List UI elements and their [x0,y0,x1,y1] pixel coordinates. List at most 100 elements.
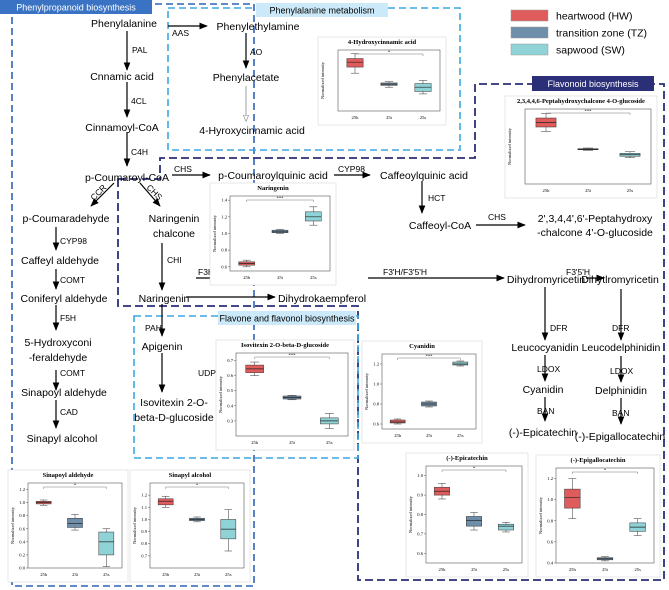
y-tick-label: 0.6 [373,422,379,427]
box-25s [305,211,322,222]
y-axis-label: Normalized intensity [408,495,413,533]
compound-phenylethylamine: Phenylethylamine [217,21,300,33]
compound-p-coumaroylquinic-acid: p-Coumaroylquinic acid [218,170,328,182]
y-tick-label: 0.6 [547,539,553,544]
compound-delphinidin: Delphinidin [595,385,647,397]
plot-title: Isovitexin 2-O-beta-D-glucoside [241,342,329,349]
significance-label: *** [585,108,593,113]
plot-title: Sinapyl alcohol [169,472,212,479]
y-tick-label: 0.0 [19,566,25,571]
y-tick-label: 0.4 [227,403,233,408]
compound-5-hydroxyconiferaldehyde-line2: -feraldehyde [29,352,88,364]
y-tick-label: 1.2 [141,493,147,498]
y-axis-label: Normalized intensity [132,506,137,544]
y-tick-label: 0.7 [227,358,233,363]
compound-caffeyl-aldehyde: Caffeyl aldehyde [21,255,99,267]
y-tick-label: 0.3 [227,418,233,423]
legend-swatch [510,26,549,39]
y-tick-label: 1.0 [373,382,379,387]
significance-label: *** [426,353,434,358]
boxplot-sinapoyl-aldehyde: Sinapoyl aldehyde0.00.20.40.60.81.01.2No… [7,469,129,583]
enzyme-4cl: 4CL [131,96,147,106]
y-tick-label: 0.8 [141,541,147,546]
compound-5-hydroxyconiferaldehyde: 5-Hydroxyconi [24,337,91,349]
compound-sinapyl-alcohol: Sinapyl alcohol [27,433,98,445]
plot-title: Naringenin [257,185,289,192]
legend-label: transition zone (TZ) [556,28,647,40]
plot-frame [215,339,355,451]
y-tick-label: 0.6 [417,551,423,556]
compound-caffeoyl-coa: Caffeoyl-CoA [409,220,471,232]
enzyme-ccr: CCR [88,182,108,202]
compound-leucodelphinidin: Leucodelphinidin [582,342,661,354]
compound-peptahydroxychalcone-line2: -chalcone 4'-O-glucoside [537,227,653,239]
y-tick-label: 0.7 [417,531,423,536]
enzyme-f5h: F5H [60,313,76,323]
plot-area [235,352,349,437]
x-tick-label: 25h [40,572,48,577]
compound-dihydromyricetin: Dihydromyricetin [507,274,585,286]
enzyme-ao: AO [250,47,263,57]
enzyme-cyp98-a: CYP98 [60,236,87,246]
x-tick-label: 25h [352,115,360,120]
x-tick-label: 25s [103,572,110,577]
y-tick-label: 0.2 [19,552,25,557]
y-tick-label: 1.0 [417,473,423,478]
enzyme-chs-diag: CHS [145,182,165,202]
x-tick-label: 25h [439,567,447,572]
legend-label: sapwood (SW) [556,45,625,57]
enzyme-pal: PAL [132,45,148,55]
compound-naringenin-chalcone-line2: chalcone [153,228,195,240]
y-axis-label: Normalized intensity [218,375,223,413]
x-tick-label: 25t [277,275,284,280]
compound-labels: Phenylalanine Cnnamic acid Cinnamoyl-CoA… [21,18,666,445]
enzyme-comt-a: COMT [60,275,85,285]
x-tick-label: 25s [420,115,427,120]
x-tick-label: 25s [457,433,464,438]
plot-area [524,108,652,185]
compound-apigenin: Apigenin [142,341,183,353]
x-tick-label: 25h [569,567,577,572]
legend-swatch [510,9,549,22]
x-tick-label: 23t [72,572,79,577]
enzyme-ldox-a: LDOX [537,364,560,374]
legend-label: heartwood (HW) [556,11,632,23]
boxplot-sinapyl-alcohol: Sinapyl alcohol0.70.80.91.01.11.2Normali… [129,469,251,583]
significance-label: * [604,467,607,472]
x-tick-label: 25t [585,188,592,193]
compound-sinapoyl-aldehyde: Sinapoyl aldehyde [21,387,107,399]
significance-label: * [196,482,199,487]
compound-dihytlromyricetin: Dihytlromyricetin [581,274,659,286]
enzyme-chs-b: CHS [174,164,192,174]
enzyme-hct: HCT [428,193,445,203]
enzyme-dfr-a: DFR [550,323,567,333]
y-tick-label: 1.0 [19,500,25,505]
compound-dihydrokaempferol: Dihydrokaempferol [278,293,366,305]
box-25h [157,498,174,506]
y-tick-label: 1.0 [547,497,553,502]
compound-epicatechin: (-)-Epicatechin [509,427,577,439]
box-25s [98,531,115,556]
significance-label: * [388,49,391,54]
x-tick-label: 25s [225,572,232,577]
plot-frame [405,452,529,578]
x-tick-label: 25t [426,433,433,438]
region-header-flavonoid [532,76,654,91]
compound-cyanidin: Cyanidin [523,384,564,396]
y-axis-label: Normalized intensity [10,506,15,544]
region-flavone-flavonol: Flavone and flavonol biosynthesis [133,311,359,459]
x-tick-label: 25s [503,567,510,572]
enzyme-udptse: UDPTse [198,368,229,378]
plot-title: Cyanidin [409,343,435,350]
enzyme-c4h: C4H [131,147,148,157]
compound-cinnamoyl-coa: Cinnamoyl-CoA [85,122,159,134]
legend: heartwood (HW) transition zone (TZ) sapw… [510,9,647,57]
significance-label: *** [277,195,285,200]
compound-cinnamic-acid: Cnnamic acid [90,71,154,83]
plot-area [555,467,655,564]
x-tick-label: 25s [634,567,641,572]
compound-caffeoylquinic-acid: Caffeoylquinic acid [380,170,468,182]
